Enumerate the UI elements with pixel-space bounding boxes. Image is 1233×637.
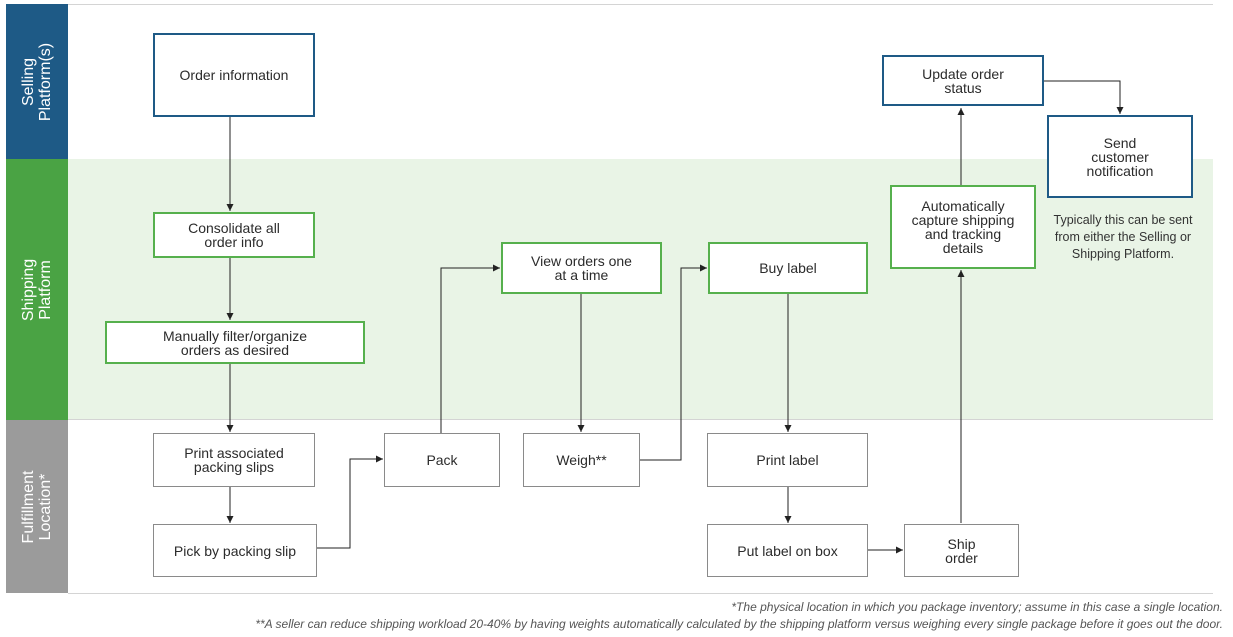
arrow-update-status-to-send-notification — [1044, 80, 1124, 114]
footnote-fulfillment-location: *The physical location in which you pack… — [731, 600, 1223, 614]
node-update-order-status: Update order status — [882, 55, 1044, 106]
node-ship-order: Ship order — [904, 524, 1019, 577]
lane-shipping-platform: Shipping Platform — [6, 159, 68, 420]
node-print-packing-slips: Print associated packing slips — [153, 433, 315, 487]
top-rule — [68, 4, 1213, 5]
lane-fulfillment-location: Fulfillment Location* — [6, 420, 68, 593]
node-print-label: Print label — [707, 433, 868, 487]
node-order-information: Order information — [153, 33, 315, 117]
node-view-orders-one-at-a-time: View orders one at a time — [501, 242, 662, 294]
node-manually-filter-orders: Manually filter/organize orders as desir… — [105, 321, 365, 364]
lane-selling-platforms: Selling Platform(s) — [6, 4, 68, 159]
node-capture-tracking-details: Automatically capture shipping and track… — [890, 185, 1036, 269]
node-buy-label: Buy label — [708, 242, 868, 294]
node-put-label-on-box: Put label on box — [707, 524, 868, 577]
footnote-weighing: **A seller can reduce shipping workload … — [255, 617, 1223, 631]
arrow-pack-to-view-orders — [440, 264, 500, 433]
node-send-customer-notification: Send customer notification — [1047, 115, 1193, 198]
arrow-pick-to-pack — [317, 455, 383, 549]
node-pack: Pack — [384, 433, 500, 487]
notification-note: Typically this can be sent from either t… — [1053, 213, 1193, 261]
lane-divider — [68, 419, 1213, 420]
node-weigh: Weigh** — [523, 433, 640, 487]
arrow-weigh-to-buy-label — [640, 264, 707, 461]
node-consolidate-order-info: Consolidate all order info — [153, 212, 315, 258]
node-pick-by-packing-slip: Pick by packing slip — [153, 524, 317, 577]
bottom-rule — [68, 593, 1213, 594]
